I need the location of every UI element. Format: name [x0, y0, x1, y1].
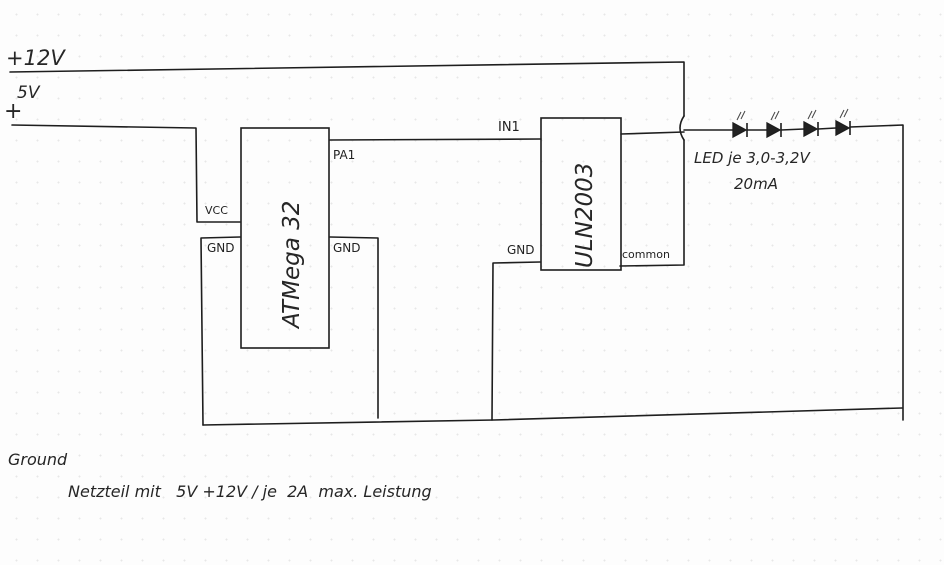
uln2003-label: ULN2003 [572, 163, 598, 268]
atmega-gnd-left-wire [200, 236, 241, 426]
rail-5v [11, 124, 241, 223]
led-current-label: 20mA [734, 175, 778, 193]
uln-common-label: common [622, 248, 670, 261]
atmega-gnd-left-label: GND [207, 241, 235, 255]
rail-12v-hop [679, 115, 685, 141]
led-chain-wire [620, 124, 904, 421]
atmega-gnd-right-label: GND [333, 241, 361, 255]
atmega32-chip [240, 127, 330, 349]
ground-label: Ground [8, 450, 68, 469]
led-4-icon [835, 108, 851, 137]
uln-gnd-wire [491, 261, 541, 421]
led-2-icon [766, 110, 782, 139]
uln-in1-label: IN1 [498, 120, 520, 135]
pa1-to-in1-wire [329, 138, 542, 141]
atmega-gnd-right-wire [329, 236, 379, 419]
ground-bus [202, 407, 903, 426]
rail-12v-label: +12V [6, 46, 66, 70]
rail-5v-plus-label: + [4, 99, 22, 124]
common-wire [619, 139, 685, 267]
atmega32-label: ATMega 32 [279, 201, 305, 330]
rail-5v-label: 5V [17, 83, 41, 103]
uln-gnd-label: GND [507, 243, 535, 257]
uln2003-chip [540, 117, 622, 271]
led-1-icon [732, 110, 748, 139]
led-3-icon [803, 109, 819, 138]
rail-12v [9, 61, 685, 117]
power-supply-note: Netzteil mit 5V +12V / je 2A max. Leistu… [68, 482, 432, 501]
atmega-vcc-label: VCC [205, 204, 228, 217]
led-spec-label: LED je 3,0-3,2V [694, 149, 811, 167]
atmega-pa1-label: PA1 [333, 148, 355, 162]
